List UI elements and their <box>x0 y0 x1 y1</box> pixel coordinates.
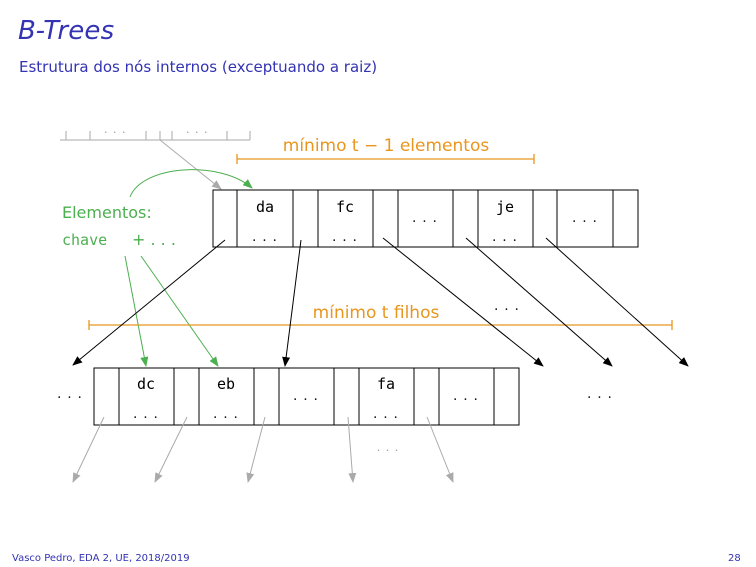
lower-data-fa: . . . <box>373 407 399 422</box>
lower-right-ellipsis: . . . <box>587 387 613 402</box>
page-number: 28 <box>728 553 741 564</box>
legend-title: Elementos: <box>62 203 152 222</box>
lower-key-ellipsis-2: . . . <box>453 389 479 404</box>
min-children-label: mínimo t filhos <box>313 303 440 323</box>
lower-left-ellipsis: . . . <box>57 387 83 402</box>
parent-pointer-arrow <box>159 139 222 190</box>
legend-arrow-to-key <box>129 169 253 198</box>
footer-author: Vasco Pedro, EDA 2, UE, 2018/2019 <box>12 553 190 564</box>
parent-ellipsis-2: . . . <box>186 123 208 136</box>
lower-key-ellipsis: . . . <box>293 389 319 404</box>
upper-key-je: je <box>496 198 514 216</box>
legend-plus: + . . . <box>132 230 176 249</box>
lower-key-eb: eb <box>217 375 235 393</box>
upper-data-da: . . . <box>252 230 278 245</box>
lower-key-fa: fa <box>377 375 395 393</box>
lower-data-eb: . . . <box>213 407 239 422</box>
children-ellipsis: . . . <box>494 299 520 314</box>
lower-data-dc: . . . <box>133 407 159 422</box>
grandchild-pointers <box>72 416 454 483</box>
legend-arrow-eb <box>140 255 219 367</box>
upper-node <box>212 189 639 248</box>
parent-ellipsis-1: . . . <box>104 123 126 136</box>
legend-key: chave <box>62 231 107 249</box>
upper-key-da: da <box>256 198 274 216</box>
upper-key-ellipsis-2: . . . <box>572 211 598 226</box>
grandchild-ellipsis: . . . <box>377 441 399 454</box>
upper-data-fc: . . . <box>332 230 358 245</box>
child-pointers <box>72 237 689 367</box>
slide-title: B-Trees <box>18 16 115 46</box>
upper-key-fc: fc <box>336 198 354 216</box>
min-elements-label: mínimo t − 1 elementos <box>283 136 490 156</box>
parent-node-fragment <box>60 131 251 141</box>
lower-key-dc: dc <box>137 375 155 393</box>
elements-bracket <box>236 154 535 164</box>
slide-subtitle: Estrutura dos nós internos (exceptuando … <box>19 58 378 76</box>
children-bracket <box>88 320 673 330</box>
lower-node <box>93 367 520 426</box>
upper-key-ellipsis: . . . <box>412 211 438 226</box>
upper-data-je: . . . <box>492 230 518 245</box>
legend-arrow-dc <box>124 255 149 367</box>
